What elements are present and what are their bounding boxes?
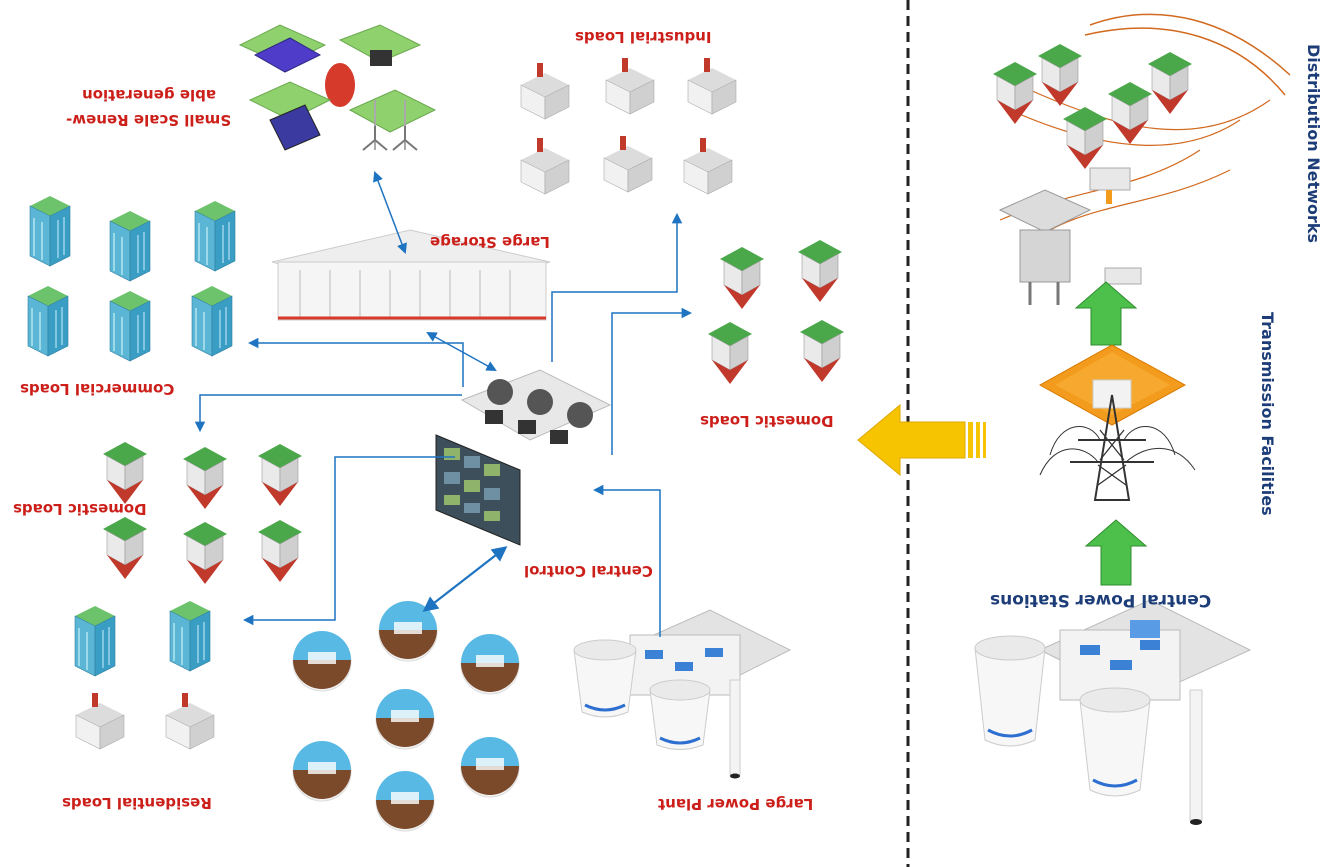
large-storage-label: Large Storage: [430, 233, 550, 251]
green-up-arrow-bottom: [1084, 519, 1148, 586]
large-power-plant-label: Large Power Plant: [658, 795, 814, 813]
small-scale-renewable-icon: [238, 24, 437, 151]
residential-loads-icon: [74, 600, 215, 750]
residential-loads-label: Residential Loads: [62, 794, 212, 812]
domestic-loads-right-icon: [707, 239, 845, 385]
distribution-network-illustration: [992, 13, 1291, 305]
domestic-loads-left-label: Domestic Loads: [13, 500, 147, 518]
connector-lines: [194, 171, 693, 637]
large-power-plant-icon: [573, 609, 792, 779]
yellow-left-arrow: [857, 403, 986, 477]
transmission-facilities-label: Transmission Facilities: [1258, 312, 1277, 516]
small-scale-renewable-label-line2: able generation: [82, 86, 216, 104]
transmission-tower-icon: [1038, 344, 1196, 501]
central-control-icon: [435, 369, 612, 546]
substation-icon: [998, 189, 1092, 305]
domestic-loads-right-label: Domestic Loads: [700, 412, 834, 430]
distribution-networks-label: Distribution Networks: [1304, 44, 1323, 243]
renewable-resources-icon: [292, 600, 520, 832]
central-control-label: Central Control: [524, 562, 653, 580]
green-up-arrow-top: [1074, 281, 1138, 346]
commercial-loads-label: Commercial Loads: [20, 380, 175, 398]
industrial-loads-icon: [520, 57, 737, 195]
central-power-stations-label: Central Power Stations: [990, 590, 1212, 610]
industrial-loads-label: Industrial Loads: [575, 28, 712, 46]
commercial-loads-icon: [27, 195, 236, 362]
small-scale-renewable-label-line1: Small Scale Renew-: [66, 111, 232, 129]
central-power-station-icon: [974, 599, 1252, 825]
large-storage-icon: [271, 229, 551, 321]
